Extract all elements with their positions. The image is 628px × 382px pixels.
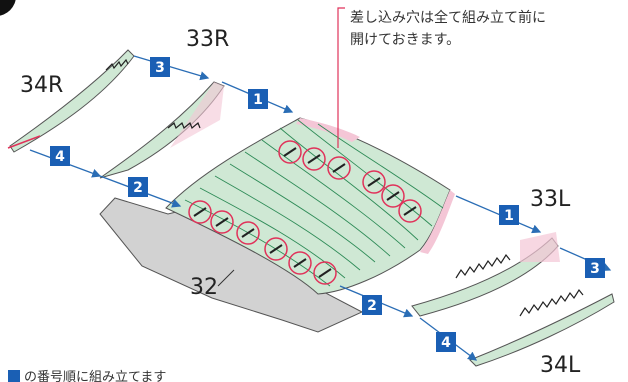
part-label-34r: 34R [20, 73, 63, 98]
hole-circle [398, 199, 422, 223]
step-badge-2-left: 2 [128, 177, 148, 197]
svg-text:1: 1 [504, 208, 514, 224]
part-33l-shape [411, 237, 559, 317]
step-badge-3-top: 3 [150, 57, 170, 77]
step-badge-4-bottom: 4 [436, 332, 456, 352]
part-34l-teeth [519, 288, 584, 317]
hole-circle [381, 184, 405, 208]
svg-text:4: 4 [55, 149, 65, 165]
insertion-hole-circles [188, 140, 422, 285]
part-34r-edge [7, 135, 41, 149]
part-33r-teeth [167, 122, 201, 129]
part-33r-pink [170, 82, 224, 148]
part-34l-shape [469, 293, 615, 367]
part-32-leader [217, 269, 235, 287]
hole-circle [210, 210, 234, 234]
step-badge-2-bottom: 2 [362, 295, 382, 315]
part-34r-shape [9, 49, 135, 153]
corner-marker-icon [0, 0, 16, 16]
svg-text:2: 2 [367, 298, 377, 314]
part-34r-teeth [105, 58, 129, 71]
hole-circle [313, 261, 337, 285]
note-line-1: 差し込み穴は全て組み立て前に [350, 9, 546, 26]
note-leader-line [337, 7, 345, 148]
hole-circle [188, 200, 212, 224]
svg-text:3: 3 [155, 60, 165, 76]
footer-step-marker-icon [8, 370, 20, 382]
part-label-32: 32 [190, 275, 218, 300]
step-badge-3-right: 3 [585, 258, 605, 278]
main-panel-contours [184, 119, 444, 287]
note-line-2: 開けておきます。 [350, 32, 460, 48]
svg-text:1: 1 [253, 92, 263, 108]
step-badge-1-right: 1 [499, 205, 519, 225]
svg-text:3: 3 [590, 261, 600, 277]
part-33l-pink [520, 232, 560, 262]
main-panel-pink-edge-right [420, 190, 455, 254]
step-badge-4-left: 4 [50, 146, 70, 166]
part-label-33r: 33R [186, 27, 229, 52]
hole-circle [302, 147, 326, 171]
footer-instruction: の番号順に組み立てます [24, 370, 166, 382]
hole-circle [236, 221, 260, 245]
svg-text:2: 2 [133, 180, 143, 196]
hole-circle [288, 251, 312, 275]
hole-circle [327, 156, 351, 180]
insertion-slot-marks [193, 147, 417, 278]
svg-text:4: 4 [441, 335, 451, 351]
hole-circle [278, 140, 302, 164]
step-badge-1-top: 1 [248, 89, 268, 109]
hole-circle [362, 170, 386, 194]
part-label-34l: 34L [540, 353, 581, 378]
part-label-33l: 33L [530, 187, 571, 212]
main-panel-pink-edge [296, 118, 360, 142]
part-33l-teeth [455, 253, 511, 279]
hole-circle [264, 237, 288, 261]
